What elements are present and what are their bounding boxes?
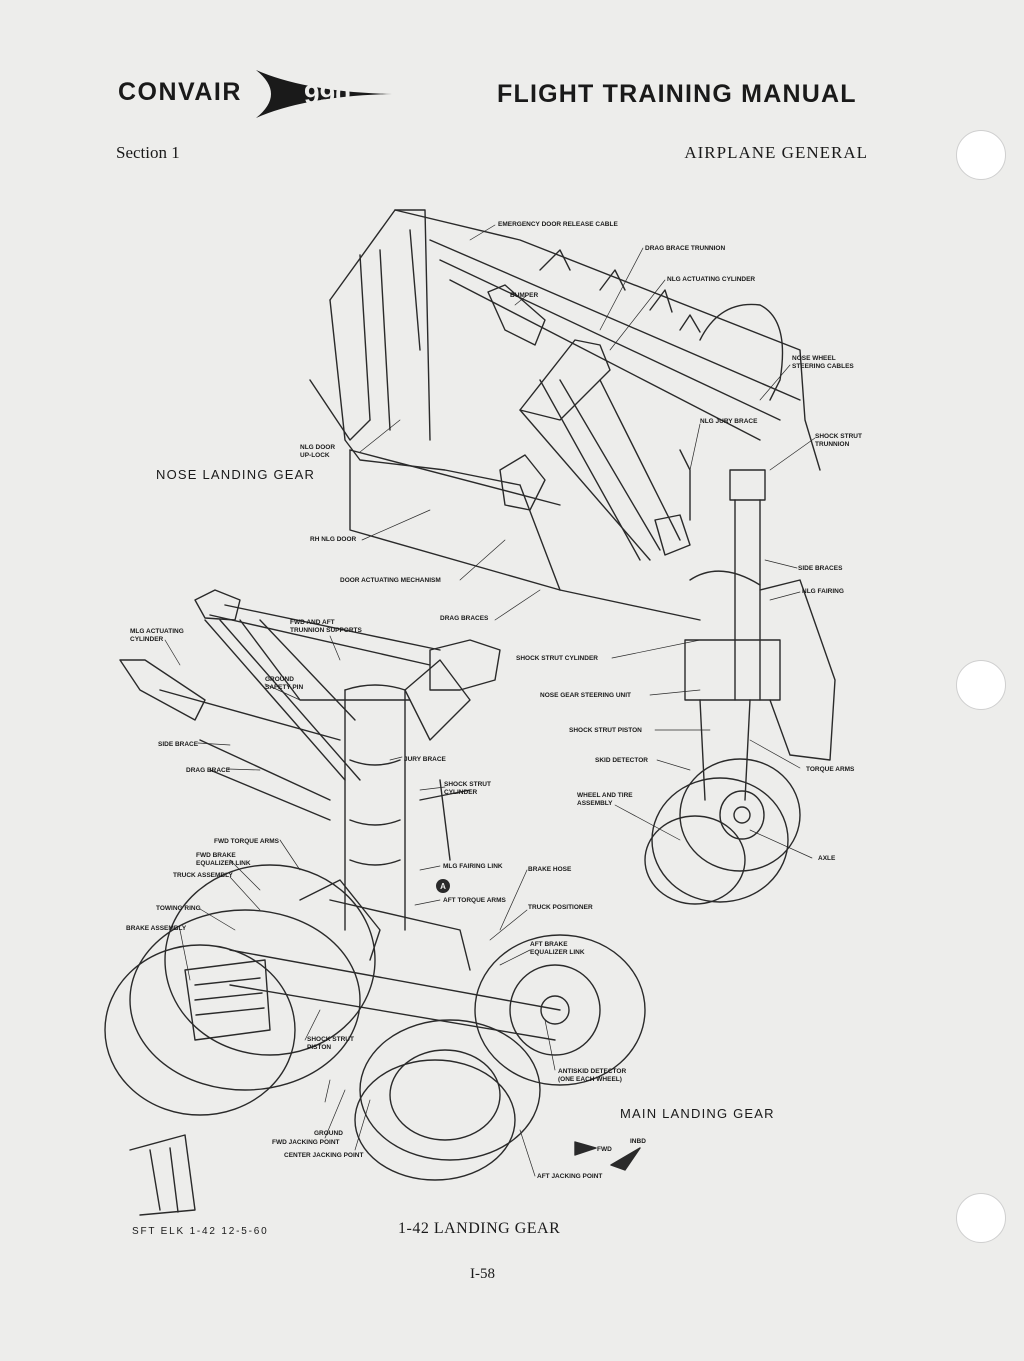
binder-hole	[956, 660, 1006, 710]
section-label: Section 1	[116, 143, 180, 162]
fwd-arrow-label: FWD	[597, 1146, 612, 1153]
label-brake-assembly: BRAKE ASSEMBLY	[126, 925, 187, 932]
drawing-code: SFT ELK 1-42 12-5-60	[132, 1226, 269, 1237]
label-drag-brace: DRAG BRACE	[186, 767, 231, 774]
brand-name: CONVAIR	[118, 78, 242, 106]
category-label: AIRPLANE GENERAL	[684, 143, 868, 162]
label-skid-detector: SKID DETECTOR	[595, 757, 648, 764]
label-nose-wheel-steering-cables: NOSE WHEEL STEERING CABLES	[792, 355, 854, 370]
label-axle: AXLE	[818, 855, 836, 862]
label-mlg-actuating-cylinder: MLG ACTUATING CYLINDER	[130, 628, 184, 643]
label-fwd-brake-equalizer-link: FWD BRAKE EQUALIZER LINK	[196, 852, 251, 867]
label-side-brace: SIDE BRACE	[158, 741, 199, 748]
inbd-arrow-label: INBD	[630, 1138, 646, 1145]
binder-hole	[956, 130, 1006, 180]
label-door-actuating-mechanism: DOOR ACTUATING MECHANISM	[340, 577, 441, 584]
label-torque-arms: TORQUE ARMS	[806, 766, 855, 773]
label-ground: GROUND	[314, 1130, 343, 1137]
label-drag-braces: DRAG BRACES	[440, 615, 489, 622]
binder-hole	[956, 1193, 1006, 1243]
label-nlg-jury-brace: NLG JURY BRACE	[700, 418, 758, 425]
label-emergency-door-release-cable: EMERGENCY DOOR RELEASE CABLE	[498, 221, 618, 228]
label-brake-hose: BRAKE HOSE	[528, 866, 572, 873]
logo-text: 990	[304, 79, 351, 110]
label-fwd-torque-arms: FWD TORQUE ARMS	[214, 838, 279, 845]
label-center-jacking-point: CENTER JACKING POINT	[284, 1152, 364, 1159]
label-shock-strut-piston: SHOCK STRUT PISTON	[569, 727, 642, 734]
label-truck-assembly: TRUCK ASSEMBLY	[173, 872, 233, 879]
label-antiskid-detector: ANTISKID DETECTOR (ONE EACH WHEEL)	[558, 1068, 627, 1083]
label-aft-torque-arms: AFT TORQUE ARMS	[443, 897, 506, 904]
convair-990-logo: 990	[256, 70, 392, 118]
label-wheel-and-tire-assembly: WHEEL AND TIRE ASSEMBLY	[577, 792, 633, 807]
label-shock-strut-cylinder: SHOCK STRUT CYLINDER	[516, 655, 598, 662]
figure-caption: 1-42 LANDING GEAR	[398, 1220, 561, 1237]
label-nlg-actuating-cylinder: NLG ACTUATING CYLINDER	[667, 276, 756, 283]
leader-lines	[164, 224, 816, 1177]
manual-title: FLIGHT TRAINING MANUAL	[497, 80, 857, 108]
label-nose-gear-steering-unit: NOSE GEAR STEERING UNIT	[540, 692, 632, 699]
label-bumper: BUMPER	[510, 292, 539, 299]
label-fwd-and-aft-trunnion-supports: FWD AND AFT TRUNNION SUPPORTS	[290, 619, 362, 634]
label-side-braces: SIDE BRACES	[798, 565, 843, 572]
main-gear-drawing	[104, 589, 646, 1216]
label-drag-brace-trunnion: DRAG BRACE TRUNNION	[645, 245, 726, 252]
label-nlg-door-up-lock: NLG DOOR UP-LOCK	[300, 444, 336, 459]
label-towing-ring: TOWING RING	[156, 905, 201, 912]
label-nlg-fairing: NLG FAIRING	[802, 588, 844, 595]
page-number: I-58	[470, 1266, 495, 1282]
label-fwd-jacking-point: FWD JACKING POINT	[272, 1139, 340, 1146]
label-aft-jacking-point: AFT JACKING POINT	[537, 1173, 603, 1180]
label-aft-brake-equalizer-link: AFT BRAKE EQUALIZER LINK	[530, 941, 585, 956]
main-landing-gear-title: MAIN LANDING GEAR	[620, 1106, 775, 1121]
label-shock-strut-trunnion: SHOCK STRUT TRUNNION	[815, 433, 862, 448]
callout-a: A	[440, 882, 446, 891]
nose-wheel-well-drawing	[309, 209, 836, 905]
label-mlg-fairing-link: MLG FAIRING LINK	[443, 863, 503, 870]
label-shock-strut-cylinder-main: SHOCK STRUT CYLINDER	[444, 781, 491, 796]
nose-landing-gear-title: NOSE LANDING GEAR	[156, 467, 316, 482]
label-jury-brace: JURY BRACE	[404, 756, 446, 763]
label-ground-safety-pin: GROUND SAFETY PIN	[265, 676, 304, 691]
label-shock-strut-piston-main: SHOCK STRUT PISTON	[307, 1036, 354, 1051]
label-truck-positioner: TRUCK POSITIONER	[528, 904, 593, 911]
label-rh-nlg-door: RH NLG DOOR	[310, 536, 357, 543]
